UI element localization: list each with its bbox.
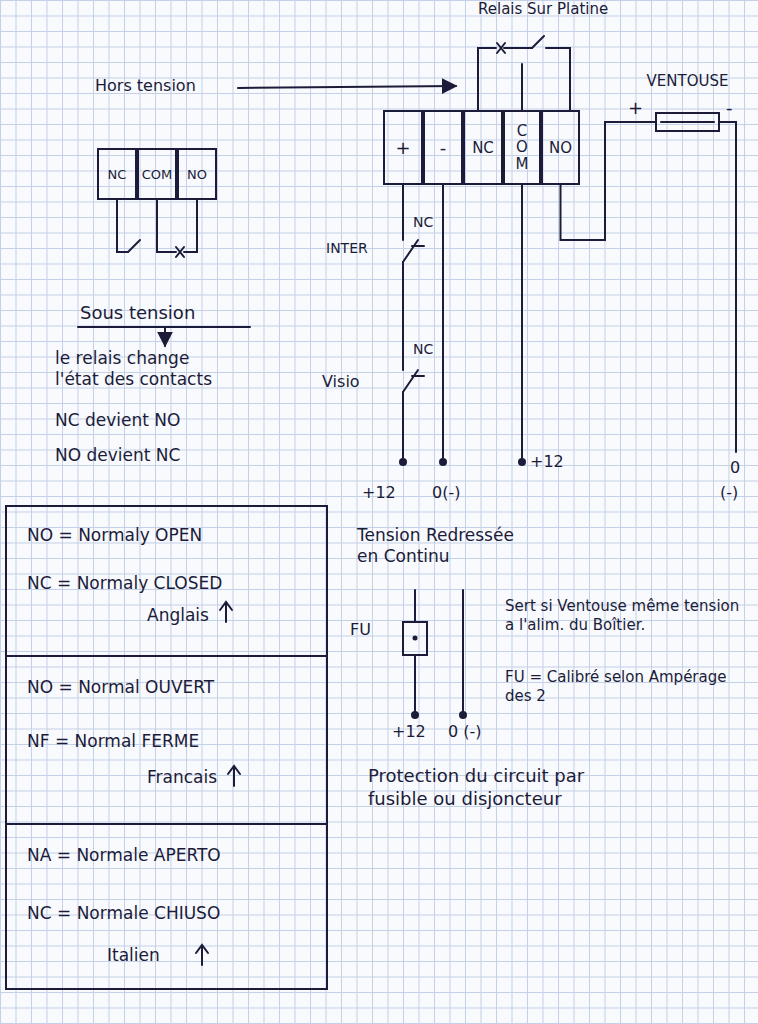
wire-stroke <box>532 36 544 48</box>
wire-stroke <box>521 185 523 458</box>
wire-stroke <box>176 247 184 257</box>
wire-stroke <box>403 370 424 392</box>
wire-stroke <box>128 240 140 252</box>
terminal-cell: COM <box>503 110 541 185</box>
switch-name: Visio <box>322 372 360 392</box>
part-heading: VENTOUSE <box>647 72 729 90</box>
note-text: Tension Redressée en Continu <box>357 525 532 568</box>
note-text: NC devient NO <box>55 410 180 431</box>
wire-stroke <box>661 121 714 123</box>
contact-type: NC <box>413 341 433 359</box>
wire-stroke <box>399 458 407 466</box>
wire-stroke <box>459 711 467 719</box>
contact-type: NC <box>413 214 433 232</box>
terminal-cell: NC <box>463 110 503 185</box>
wire-stroke <box>403 622 427 655</box>
wire-stroke <box>238 86 456 88</box>
terminal-name: NO <box>549 139 572 157</box>
state-label: Hors tension <box>95 76 196 96</box>
terminal-cell: + <box>383 110 423 185</box>
wire-stroke <box>414 590 416 712</box>
wire-stroke <box>439 458 447 466</box>
terminal-name: NC <box>472 139 494 157</box>
ventouse-box: VENTOUSE <box>655 112 720 132</box>
wire-stroke <box>497 43 505 53</box>
wire-stroke <box>521 64 523 110</box>
note-text: Sert si Ventouse même tension a l'alim. … <box>505 597 750 635</box>
terminal-name: COM <box>142 167 173 182</box>
terminal-name: - <box>440 137 447 158</box>
wire-connector <box>561 122 656 240</box>
terminal-cell: NO <box>541 110 580 185</box>
wire-stroke <box>442 185 444 458</box>
note-text: le relais change l'état des contacts <box>55 348 235 391</box>
wire-stroke <box>117 200 128 252</box>
title-label: Relais Sur Platine <box>478 0 608 19</box>
legend-text: NO = Normaly OPEN <box>27 525 202 545</box>
wire-stroke <box>196 945 208 965</box>
terminal-name: COM <box>515 123 530 173</box>
wire-stroke <box>518 458 526 466</box>
voltage-label: 0 (-) <box>448 722 482 742</box>
legend-section: NO = Normaly OPEN NC = Normaly CLOSED Angl… <box>5 505 328 657</box>
wire-stroke <box>402 185 404 240</box>
wire-stroke <box>462 590 464 712</box>
note-text: NO devient NC <box>55 445 180 466</box>
legend-text: Anglais <box>147 605 209 625</box>
voltage-label: +12 <box>530 452 564 472</box>
legend-text: Italien <box>107 945 160 965</box>
switch-name: INTER <box>326 240 368 258</box>
legend-text: Francais <box>147 767 217 787</box>
note-text: Protection du circuit par fusible ou dis… <box>368 765 588 810</box>
legend-text: NC = Normaly CLOSED <box>27 573 222 593</box>
voltage-label: +12 <box>392 722 426 742</box>
terminal-name: + <box>395 137 410 158</box>
terminal-name: NC <box>108 167 127 182</box>
voltage-label: 0(-) <box>432 483 460 503</box>
legend-section: NA = Normale APERTO NC = Normale CHIUSO It… <box>5 823 328 990</box>
voltage-label: (-) <box>720 483 738 503</box>
state-label: Sous tension <box>80 302 195 325</box>
wire-stroke <box>720 122 736 452</box>
terminal-cell: NO <box>177 148 217 200</box>
terminal-cell: NC <box>97 148 137 200</box>
wire-stroke <box>228 766 240 786</box>
wire-lines <box>78 36 736 965</box>
wire-stroke <box>403 240 424 262</box>
polarity-sign: - <box>726 97 733 120</box>
wire-stroke <box>478 48 570 110</box>
voltage-label: 0 <box>730 458 740 478</box>
terminal-name: NO <box>187 167 207 182</box>
wire-stroke <box>157 200 197 252</box>
legend-text: NO = Normal OUVERT <box>27 677 214 697</box>
note-text: FU = Calibré selon Ampérage des 2 <box>505 668 745 706</box>
fuse-name: FU <box>350 620 371 640</box>
wire-stroke <box>411 711 419 719</box>
voltage-label: +12 <box>362 483 396 503</box>
wire-stroke <box>164 327 166 346</box>
legend-text: NA = Normale APERTO <box>27 845 221 865</box>
legend-text: NF = Normal FERME <box>27 731 199 751</box>
legend-section: NO = Normal OUVERT NF = Normal FERME Franc… <box>5 655 328 825</box>
polarity-sign: + <box>628 97 643 120</box>
wire-stroke <box>402 392 404 458</box>
legend-text: NC = Normale CHIUSO <box>27 903 220 923</box>
wire-stroke <box>402 262 404 370</box>
wire-stroke <box>413 636 418 641</box>
terminal-cell: COM <box>137 148 177 200</box>
terminal-cell: - <box>423 110 463 185</box>
wire-stroke <box>220 602 232 622</box>
